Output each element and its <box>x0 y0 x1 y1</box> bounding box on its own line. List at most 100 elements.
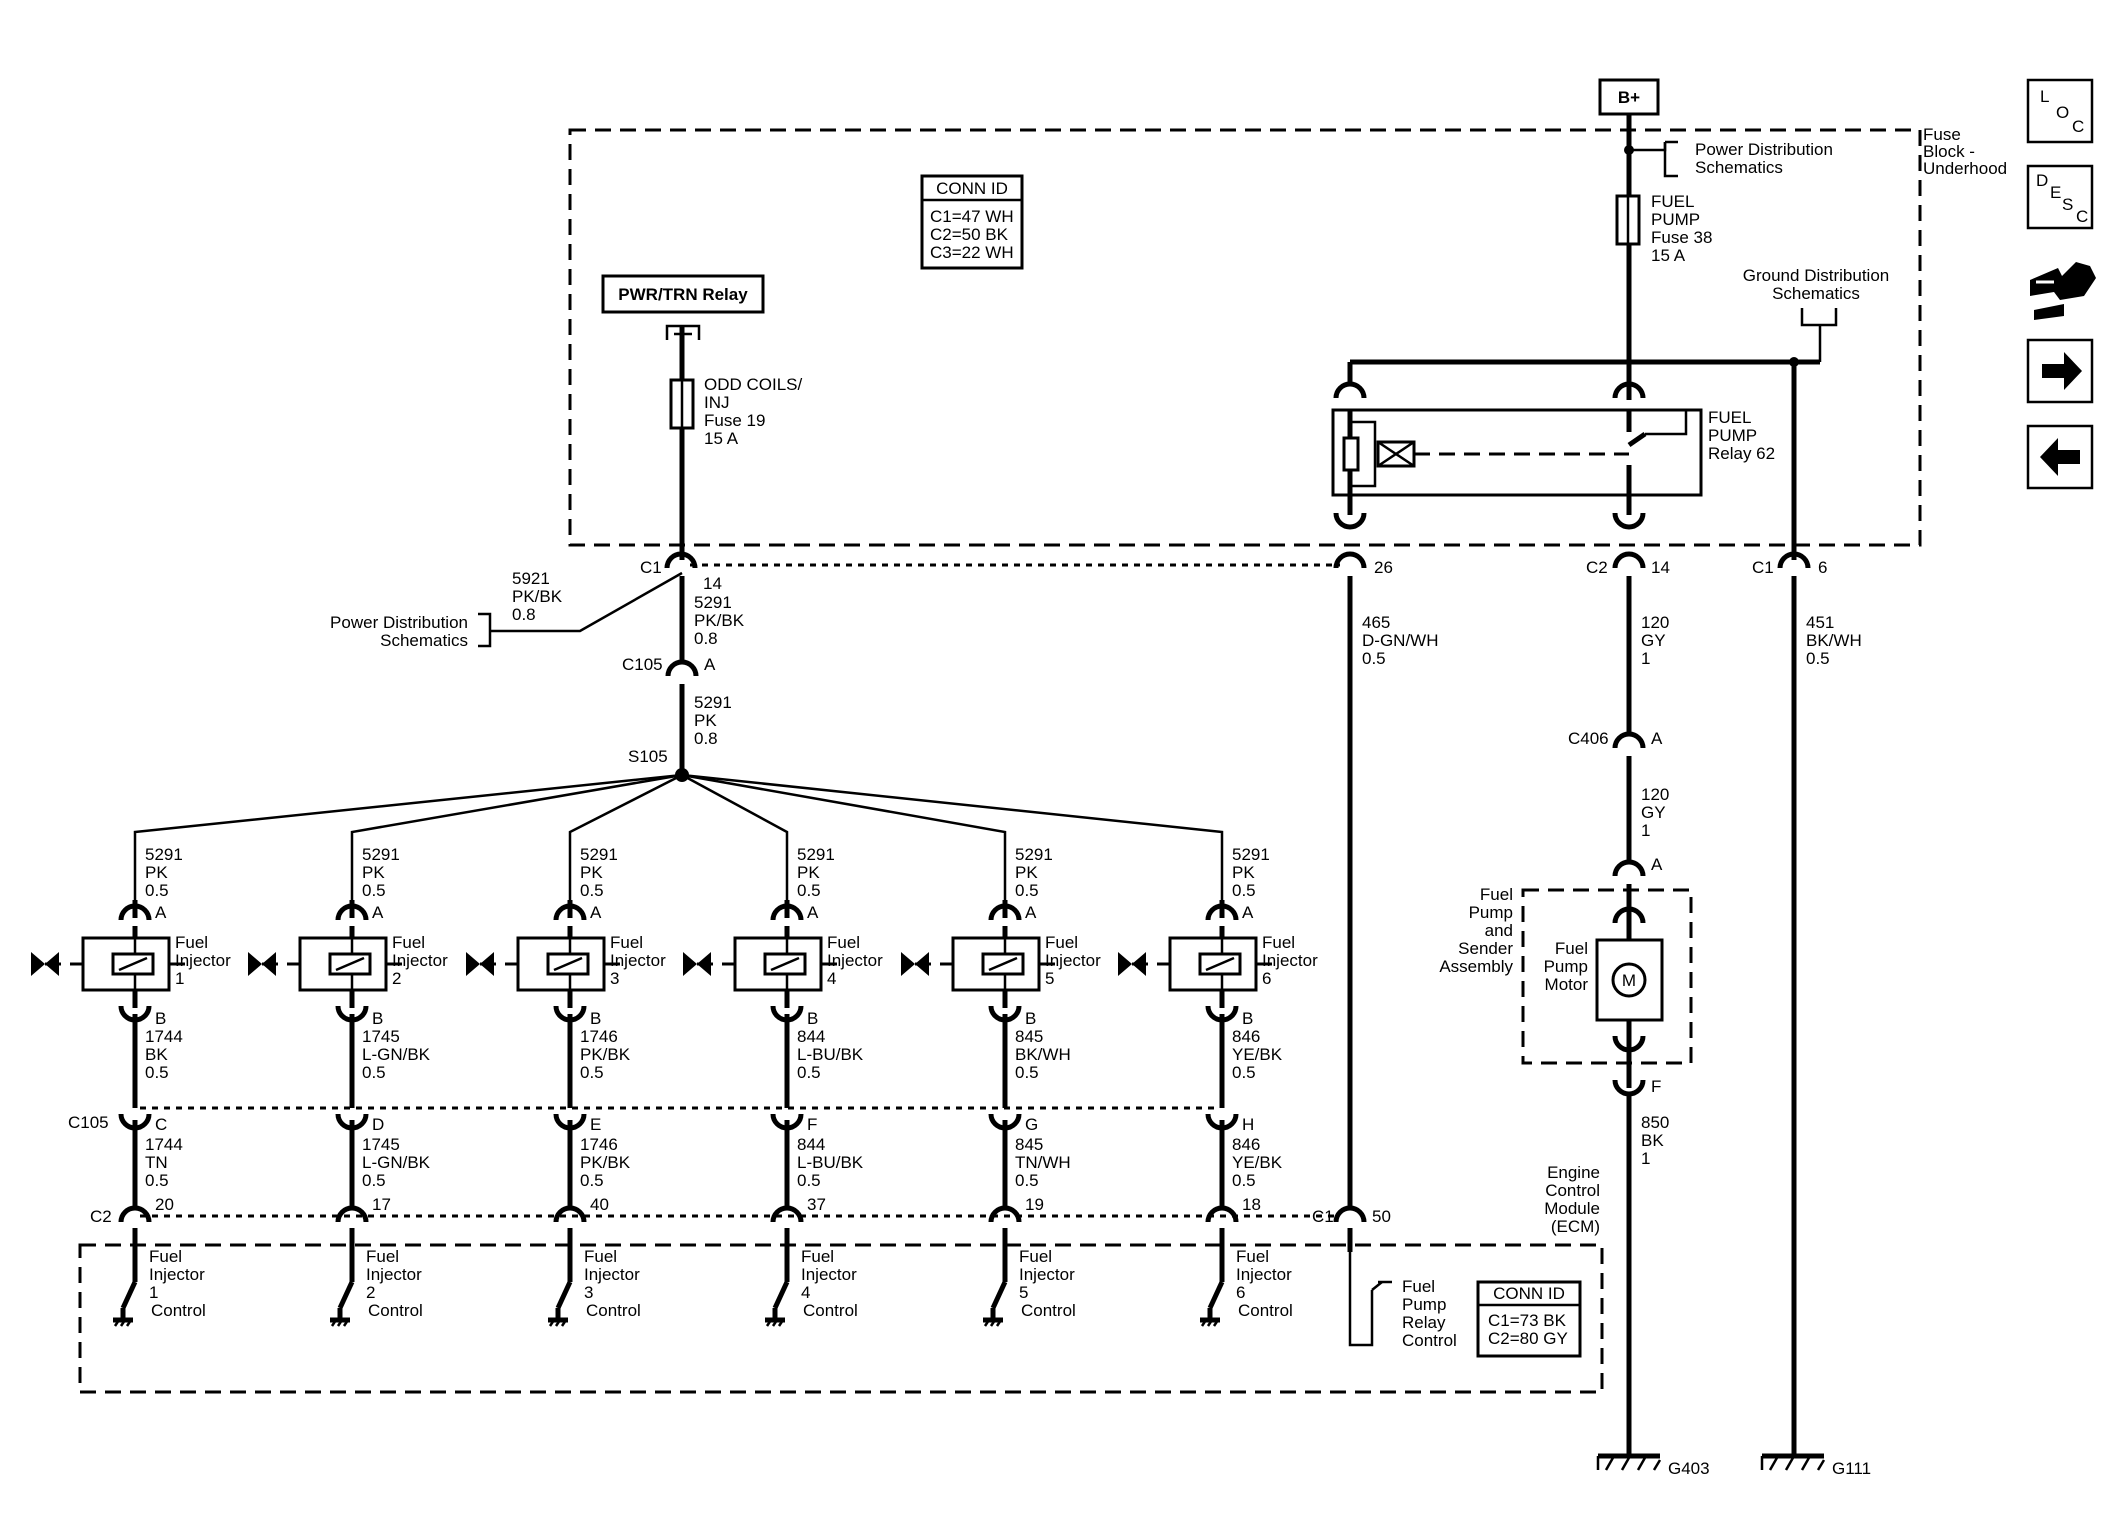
svg-text:5291: 5291 <box>1015 845 1053 864</box>
svg-text:L-GN/BK: L-GN/BK <box>362 1045 431 1064</box>
svg-text:846: 846 <box>1232 1027 1260 1046</box>
previous-arrow-icon[interactable] <box>2026 424 2094 490</box>
svg-text:Assembly: Assembly <box>1439 957 1513 976</box>
connector-end-view-icon[interactable] <box>2030 262 2096 320</box>
svg-text:846: 846 <box>1232 1135 1260 1154</box>
injector-3-c2-connector <box>553 1205 587 1223</box>
svg-text:PK/BK: PK/BK <box>512 587 563 606</box>
svg-text:Fuse: Fuse <box>1923 125 1961 144</box>
fuse-block-underhood-outline <box>568 128 1922 547</box>
ecm-label: Engine Control Module (ECM) <box>1544 1163 1600 1236</box>
svg-text:0.5: 0.5 <box>797 881 821 900</box>
svg-text:6: 6 <box>1236 1283 1245 1302</box>
battery-label: B+ <box>1618 88 1640 107</box>
svg-text:CONN ID: CONN ID <box>1493 1284 1565 1303</box>
svg-text:L-BU/BK: L-BU/BK <box>797 1153 864 1172</box>
injector-6-driver-switch <box>1207 1280 1225 1310</box>
injector-6-pin-a: A <box>1242 903 1254 922</box>
svg-text:0.5: 0.5 <box>1806 649 1830 668</box>
injector-4-c105-pin: F <box>807 1115 817 1134</box>
svg-text:Control: Control <box>1021 1301 1076 1320</box>
svg-text:15 A: 15 A <box>1651 246 1686 265</box>
svg-text:5291: 5291 <box>694 593 732 612</box>
svg-text:844: 844 <box>797 1027 825 1046</box>
wire-5291-pkbk-label: 5291 PK/BK 0.8 <box>694 593 745 648</box>
svg-text:0.8: 0.8 <box>694 629 718 648</box>
svg-text:Pump: Pump <box>1469 903 1513 922</box>
svg-text:Power Distribution: Power Distribution <box>330 613 468 632</box>
next-arrow-icon[interactable] <box>2026 338 2094 404</box>
gd-bracket <box>1800 308 1838 327</box>
svg-text:PK: PK <box>1015 863 1038 882</box>
svg-text:Fuel: Fuel <box>610 933 643 952</box>
ecm-c1-50-connector <box>1333 1205 1367 1223</box>
injector-3-pin-a: A <box>590 903 602 922</box>
pump-assembly-label: Fuel Pump and Sender Assembly <box>1439 885 1513 976</box>
svg-text:Fuel: Fuel <box>1402 1277 1435 1296</box>
svg-text:TN: TN <box>145 1153 168 1172</box>
desc-icon[interactable]: D E S C <box>2026 164 2094 230</box>
svg-text:CONN ID: CONN ID <box>936 179 1008 198</box>
svg-text:1746: 1746 <box>580 1027 618 1046</box>
injector-group: 5291PK0.5AFuelInjector1B1744BK0.5C1744TN… <box>31 845 1318 1327</box>
injector-2-c105-pin: D <box>372 1115 384 1134</box>
svg-text:1: 1 <box>1641 821 1650 840</box>
relay-62-label: FUEL PUMP Relay 62 <box>1708 408 1775 463</box>
svg-text:465: 465 <box>1362 613 1390 632</box>
svg-text:0.5: 0.5 <box>362 1063 386 1082</box>
svg-text:Injector: Injector <box>366 1265 422 1284</box>
wire-451-label: 451 BK/WH 0.5 <box>1806 613 1862 668</box>
ecm-c1-label: C1 <box>1312 1207 1334 1226</box>
svg-text:Fuel: Fuel <box>801 1247 834 1266</box>
svg-text:2: 2 <box>366 1283 375 1302</box>
injector-5-valve-icon <box>901 952 915 976</box>
relay-diode <box>1342 436 1360 472</box>
svg-text:Fuel: Fuel <box>1236 1247 1269 1266</box>
svg-text:0.8: 0.8 <box>694 729 718 748</box>
svg-text:0.5: 0.5 <box>1015 881 1039 900</box>
svg-text:Control: Control <box>1402 1331 1457 1350</box>
pwr-trn-relay-box <box>601 274 765 314</box>
svg-text:1: 1 <box>1641 649 1650 668</box>
conn-id-ecm-table: CONN ID C1=73 BK C2=80 GY <box>1476 1280 1582 1358</box>
connector-c406-pin-a: A <box>1651 729 1663 748</box>
svg-text:5291: 5291 <box>797 845 835 864</box>
svg-text:0.5: 0.5 <box>1015 1171 1039 1190</box>
svg-text:3: 3 <box>610 969 619 988</box>
svg-text:0.5: 0.5 <box>1232 881 1256 900</box>
svg-text:PK: PK <box>1232 863 1255 882</box>
svg-text:1: 1 <box>149 1283 158 1302</box>
svg-text:PK/BK: PK/BK <box>580 1153 631 1172</box>
svg-text:Fuse 38: Fuse 38 <box>1651 228 1712 247</box>
injector-3-valve-icon <box>466 952 480 976</box>
svg-text:5291: 5291 <box>1232 845 1270 864</box>
fuel-pump-sender-assembly-outline <box>1521 888 1693 1065</box>
svg-text:L-GN/BK: L-GN/BK <box>362 1153 431 1172</box>
pwr-trn-relay-label: PWR/TRN Relay <box>618 285 748 304</box>
svg-text:C2=80 GY: C2=80 GY <box>1488 1329 1568 1348</box>
svg-text:0.5: 0.5 <box>1015 1063 1039 1082</box>
loc-icon[interactable]: L O C <box>2026 78 2094 144</box>
svg-text:E: E <box>2050 183 2061 202</box>
svg-text:850: 850 <box>1641 1113 1669 1132</box>
svg-text:GY: GY <box>1641 631 1666 650</box>
svg-text:120: 120 <box>1641 785 1669 804</box>
svg-text:0.5: 0.5 <box>362 1171 386 1190</box>
fuel-injector-1: 5291PK0.5AFuelInjector1B1744BK0.5C1744TN… <box>31 845 231 1327</box>
connector-c2-label: C2 <box>1586 558 1608 577</box>
svg-text:5: 5 <box>1019 1283 1028 1302</box>
svg-text:Module: Module <box>1544 1199 1600 1218</box>
fuel-injector-5: 5291PK0.5AFuelInjector5B845BK/WH0.5G845T… <box>901 845 1101 1327</box>
pd-left-bracket <box>478 612 492 648</box>
svg-text:Sender: Sender <box>1458 939 1513 958</box>
svg-text:5291: 5291 <box>145 845 183 864</box>
svg-text:5291: 5291 <box>580 845 618 864</box>
svg-text:1: 1 <box>1641 1149 1650 1168</box>
